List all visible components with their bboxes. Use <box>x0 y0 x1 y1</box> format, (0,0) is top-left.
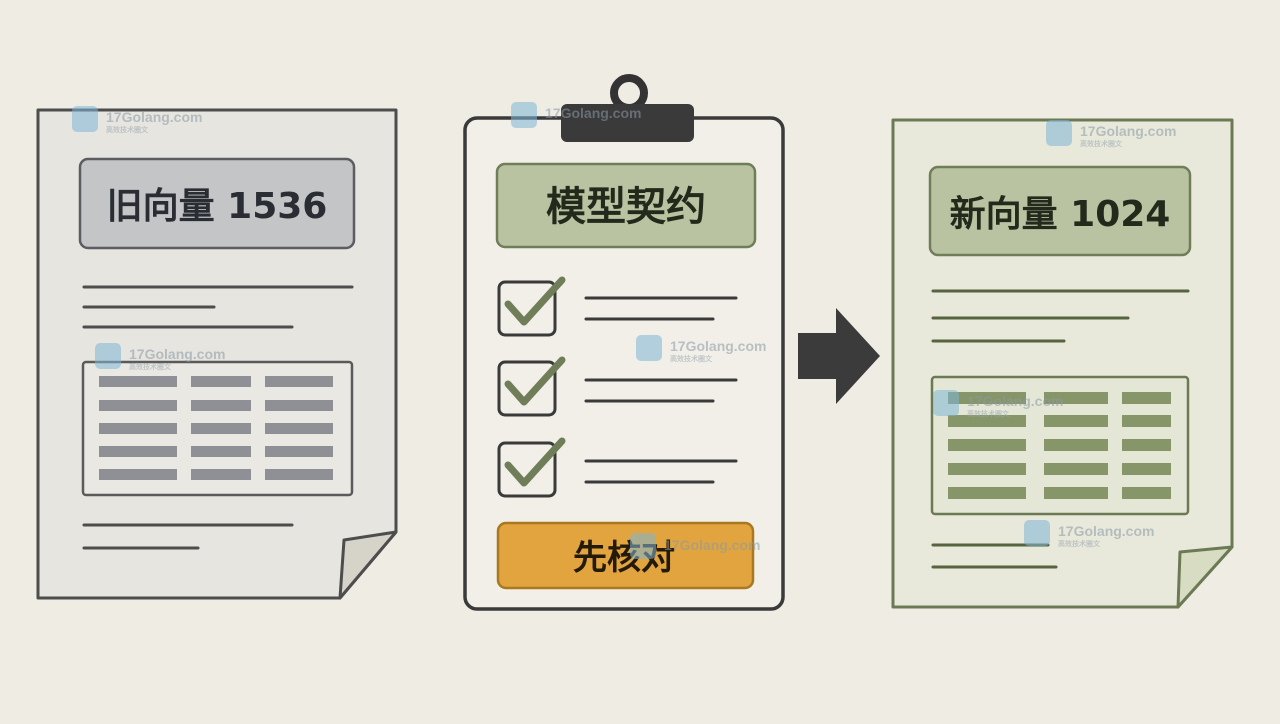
new-vector-label-box <box>928 165 1192 257</box>
watermark-logo-icon <box>72 106 98 132</box>
contract-label: 模型契约 <box>546 184 706 230</box>
new-vector-label: 新向量 1024 <box>950 194 1171 235</box>
watermark-logo-icon <box>95 343 121 369</box>
watermark: 17Golang.com 高效技术圈文 <box>933 390 1063 418</box>
new-document-fold <box>1176 545 1234 609</box>
checklist-item <box>497 276 738 337</box>
old-vector-label-box <box>78 157 356 250</box>
watermark-text: 17Golang.com <box>129 346 225 362</box>
watermark-subtext: 高效技术圈文 <box>1080 139 1123 148</box>
watermark-subtext: 高效技术圈文 <box>129 362 172 371</box>
watermark-logo-icon <box>1024 520 1050 546</box>
watermark-logo-icon <box>933 390 959 416</box>
contract-label-box <box>495 162 757 249</box>
watermark-subtext: 高效技术圈文 <box>1058 539 1101 548</box>
checklist-item <box>497 356 738 417</box>
checkbox-icon <box>497 441 557 498</box>
watermark-logo-icon <box>636 335 662 361</box>
check-mark-icon <box>504 276 566 326</box>
watermark: 17Golang.com 高效技术圈文 <box>636 335 766 363</box>
watermark-logo-icon <box>630 533 656 559</box>
watermark: 17Golang.com 高效技术圈文 <box>72 106 202 134</box>
checklist-item <box>497 437 738 498</box>
watermark: 17Golang.com 高效技术圈文 <box>1024 520 1154 548</box>
new-table-cells <box>948 392 1171 499</box>
check-mark-icon <box>504 356 566 406</box>
old-document-fold <box>338 530 398 600</box>
watermark-text: 17Golang.com <box>1080 123 1176 139</box>
watermark: 17Golang.com <box>630 533 760 559</box>
watermark: 17Golang.com <box>511 102 641 128</box>
checkbox-icon <box>497 280 557 337</box>
watermark-logo-icon <box>1046 120 1072 146</box>
watermark-subtext: 高效技术圈文 <box>670 354 713 363</box>
verify-first-box <box>496 521 755 590</box>
watermark: 17Golang.com 高效技术圈文 <box>95 343 225 371</box>
watermark-subtext: 高效技术圈文 <box>106 125 149 134</box>
new-vector-document: 新向量 1024 <box>891 118 1234 609</box>
verify-first-label: 先核对 <box>573 538 675 578</box>
watermark-text: 17Golang.com <box>106 109 202 125</box>
watermark-text: 17Golang.com <box>664 537 760 553</box>
watermark: 17Golang.com 高效技术圈文 <box>1046 120 1176 148</box>
check-mark-icon <box>504 437 566 487</box>
clipboard-clip <box>561 104 694 142</box>
watermark-logo-icon <box>511 102 537 128</box>
watermark-text: 17Golang.com <box>545 105 641 121</box>
checkbox-icon <box>497 360 557 417</box>
watermark-text: 17Golang.com <box>1058 523 1154 539</box>
checklist <box>497 276 738 498</box>
watermarks: 17Golang.com 高效技术圈文 17Golang.com 17Golan… <box>72 102 1176 559</box>
right-arrow-icon <box>798 308 880 404</box>
model-contract-clipboard: 模型契约 先核对 <box>463 74 785 611</box>
old-table-cells <box>99 376 333 480</box>
watermark-text: 17Golang.com <box>967 393 1063 409</box>
old-vector-label: 旧向量 1536 <box>107 186 328 227</box>
clipboard-ring <box>610 74 648 112</box>
watermark-text: 17Golang.com <box>670 338 766 354</box>
watermark-subtext: 高效技术圈文 <box>967 409 1010 418</box>
old-text-lines <box>82 285 354 550</box>
old-vector-document: 旧向量 1536 <box>36 108 398 600</box>
